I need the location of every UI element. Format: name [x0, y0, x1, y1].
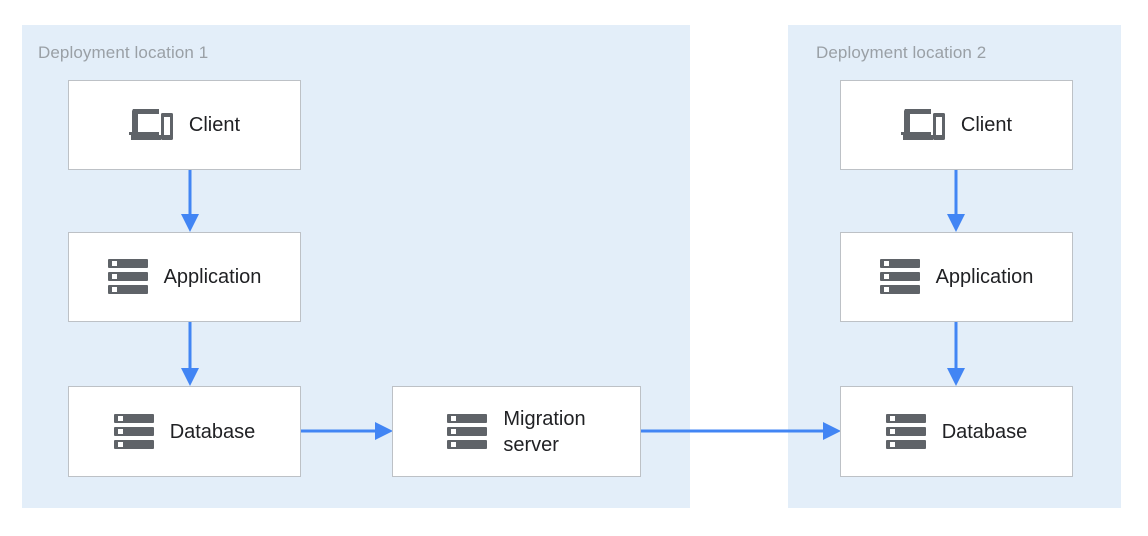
- arrow-migration-server-to-database2: [641, 419, 841, 443]
- devices-icon: [900, 107, 945, 143]
- arrow-client1-to-application1: [178, 170, 202, 232]
- server-icon: [879, 259, 920, 295]
- server-icon: [107, 259, 148, 295]
- server-icon: [447, 413, 488, 450]
- node-client-1[interactable]: Client: [68, 80, 301, 170]
- node-database-1[interactable]: Database: [68, 386, 301, 477]
- node-database-1-label: Database: [169, 420, 256, 443]
- server-icon: [113, 413, 154, 450]
- node-client-2[interactable]: Client: [840, 80, 1073, 170]
- node-migration-server-label: Migration server: [503, 407, 586, 456]
- node-application-2[interactable]: Application: [840, 232, 1073, 322]
- arrow-application2-to-database2: [944, 322, 968, 386]
- node-client-2-label: Client: [960, 114, 1013, 136]
- zone-2-label: Deployment location 2: [816, 43, 987, 62]
- node-application-2-label: Application: [935, 266, 1034, 288]
- arrow-application1-to-database1: [178, 322, 202, 386]
- node-database-2[interactable]: Database: [840, 386, 1073, 477]
- node-migration-server[interactable]: Migration server: [392, 386, 641, 477]
- arrow-database1-to-migration-server: [301, 419, 393, 443]
- node-application-1-label: Application: [163, 266, 262, 288]
- zone-1-label: Deployment location 1: [38, 43, 209, 62]
- node-database-2-label: Database: [941, 420, 1028, 443]
- server-icon: [885, 413, 926, 450]
- arrow-client2-to-application2: [944, 170, 968, 232]
- node-client-1-label: Client: [188, 114, 241, 136]
- devices-icon: [128, 107, 173, 143]
- node-application-1[interactable]: Application: [68, 232, 301, 322]
